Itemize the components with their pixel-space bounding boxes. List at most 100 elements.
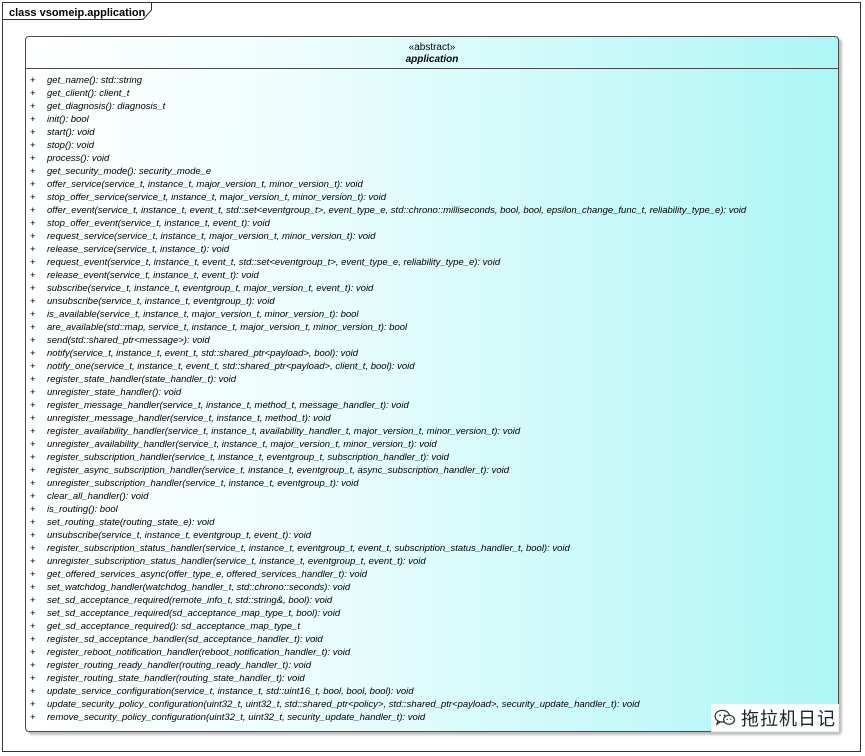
visibility-marker: + [30, 595, 36, 606]
member-signature: notify(service_t, instance_t, event_t, s… [47, 348, 359, 359]
class-member: +request_service(service_t, instance_t, … [26, 230, 838, 243]
class-member: +set_sd_acceptance_required(sd_acceptanc… [26, 607, 838, 620]
visibility-marker: + [30, 413, 36, 424]
class-member: + release_event(service_t, instance_t, ev… [26, 269, 838, 282]
visibility-marker: + [30, 127, 36, 138]
member-signature: get_sd_acceptance_required(): sd_accepta… [47, 621, 300, 632]
member-signature: get_client(): client_t [47, 88, 130, 99]
class-header: «abstract» application [26, 37, 838, 69]
class-member: + register_subscription_status_handler(se… [26, 542, 838, 555]
visibility-marker: + [30, 465, 36, 476]
member-signature: unregister_subscription_handler(service_… [47, 478, 359, 489]
class-member: + is_available(service_t, instance_t, maj… [26, 308, 838, 321]
class-member: +unsubscribe(service_t, instance_t, even… [26, 529, 838, 542]
visibility-marker: + [30, 244, 36, 255]
visibility-marker: + [30, 543, 36, 554]
member-signature: register_async_subscription_handler(serv… [47, 465, 510, 476]
class-member: +register_state_handler(state_handler_t)… [26, 373, 838, 386]
package-tab: class vsomeip.application [2, 2, 152, 20]
class-member: +get_client(): client_t [26, 87, 838, 100]
class-member: +unregister_availability_handler(service… [26, 438, 838, 451]
class-member: + set_routing_state(routing_state_e): voi… [26, 516, 838, 529]
class-box[interactable]: «abstract» application +get_name(): std:… [25, 36, 839, 732]
visibility-marker: + [30, 400, 36, 411]
class-member: + request_event(service_t, instance_t, ev… [26, 256, 838, 269]
class-member: + start(): void [26, 126, 838, 139]
wechat-icon [714, 709, 736, 726]
watermark-text: 拖拉机日记 [741, 709, 836, 730]
visibility-marker: + [30, 231, 36, 242]
visibility-marker: + [30, 270, 36, 281]
member-signature: unregister_state_handler(): void [47, 387, 182, 398]
class-member: + get_offered_services_async(offer_type_e… [26, 568, 838, 581]
class-member: +are_available(std::map, service_t, inst… [26, 321, 838, 334]
class-name: application [405, 54, 459, 65]
member-signature: stop(): void [47, 140, 94, 151]
class-member: +subscribe(service_t, instance_t, eventg… [26, 282, 838, 295]
member-signature: update_service_configuration(service_t, … [47, 686, 414, 697]
member-signature: register_sd_acceptance_handler(sd_accept… [47, 634, 323, 645]
visibility-marker: + [30, 517, 36, 528]
visibility-marker: + [30, 478, 36, 489]
visibility-marker: + [30, 556, 36, 567]
visibility-marker: + [30, 374, 36, 385]
visibility-marker: + [30, 439, 36, 450]
class-member: +offer_service(service_t, instance_t, ma… [26, 178, 838, 191]
member-signature: is_routing(): bool [47, 504, 118, 515]
visibility-marker: + [30, 75, 36, 86]
class-member: +clear_all_handler(): void [26, 490, 838, 503]
visibility-marker: + [30, 322, 36, 333]
member-signature: send(std::shared_ptr<message>): void [47, 335, 210, 346]
member-signature: get_security_mode(): security_mode_e [47, 166, 212, 177]
visibility-marker: + [30, 491, 36, 502]
class-member: + unregister_subscription_status_handler(… [26, 555, 838, 568]
member-signature: unregister_message_handler(service_t, in… [47, 413, 331, 424]
member-signature: set_watchdog_handler(watchdog_handler_t,… [47, 582, 351, 593]
member-signature: unsubscribe(service_t, instance_t, event… [47, 296, 275, 307]
visibility-marker: + [30, 192, 36, 203]
visibility-marker: + [30, 309, 36, 320]
member-signature: register_subscription_handler(service_t,… [47, 452, 449, 463]
class-member: +process(): void [26, 152, 838, 165]
class-member: + unsubscribe(service_t, instance_t, even… [26, 295, 838, 308]
visibility-marker: + [30, 660, 36, 671]
class-member: +notify(service_t, instance_t, event_t, … [26, 347, 838, 360]
visibility-marker: + [30, 673, 36, 684]
class-member: +update_security_policy_configuration(ui… [26, 698, 838, 711]
class-member: +get_name(): std::string [26, 74, 838, 87]
member-list: +get_name(): std::string+get_client(): c… [26, 74, 838, 724]
class-member: + unregister_message_handler(service_t, i… [26, 412, 838, 425]
visibility-marker: + [30, 647, 36, 658]
class-member: +get_sd_acceptance_required(): sd_accept… [26, 620, 838, 633]
member-signature: offer_service(service_t, instance_t, maj… [47, 179, 363, 190]
class-member: +unregister_state_handler(): void [26, 386, 838, 399]
member-signature: release_event(service_t, instance_t, eve… [47, 270, 259, 281]
member-signature: set_routing_state(routing_state_e): void [47, 517, 215, 528]
class-member: +is_routing(): bool [26, 503, 838, 516]
member-signature: stop_offer_service(service_t, instance_t… [47, 192, 386, 203]
member-signature: process(): void [47, 153, 110, 164]
member-signature: register_subscription_status_handler(ser… [47, 543, 570, 554]
member-signature: is_available(service_t, instance_t, majo… [47, 309, 359, 320]
visibility-marker: + [30, 712, 36, 723]
member-signature: start(): void [47, 127, 95, 138]
class-member: +stop(): void [26, 139, 838, 152]
member-signature: notify_one(service_t, instance_t, event_… [47, 361, 415, 372]
class-member: +set_sd_acceptance_required(remote_info_… [26, 594, 838, 607]
class-member: +register_routing_state_handler(routing_… [26, 672, 838, 685]
visibility-marker: + [30, 426, 36, 437]
member-signature: unregister_subscription_status_handler(s… [47, 556, 426, 567]
visibility-marker: + [30, 114, 36, 125]
member-signature: stop_offer_event(service_t, instance_t, … [47, 218, 270, 229]
visibility-marker: + [30, 257, 36, 268]
class-member: +get_security_mode(): security_mode_e [26, 165, 838, 178]
visibility-marker: + [30, 569, 36, 580]
package-label: class vsomeip.application [9, 7, 146, 19]
visibility-marker: + [30, 296, 36, 307]
visibility-marker: + [30, 530, 36, 541]
member-signature: init(): bool [47, 114, 89, 125]
member-signature: remove_security_policy_configuration(uin… [47, 712, 426, 723]
member-signature: get_offered_services_async(offer_type_e,… [47, 569, 368, 580]
member-signature: request_event(service_t, instance_t, eve… [47, 257, 501, 268]
